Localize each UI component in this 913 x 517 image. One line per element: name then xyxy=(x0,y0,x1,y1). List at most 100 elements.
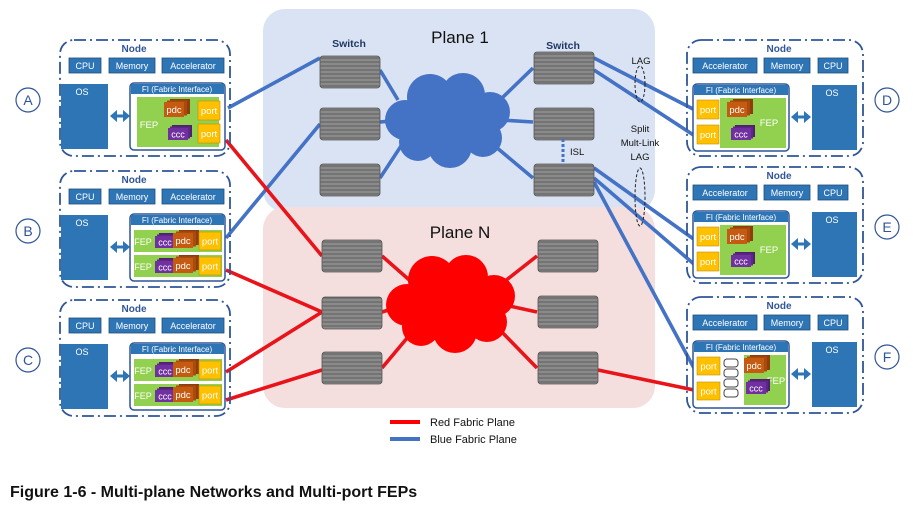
fi-label: FI (Fabric Interface) xyxy=(142,216,213,225)
pdc-box xyxy=(173,233,193,248)
accelerator-box xyxy=(692,57,758,74)
node-letter: B xyxy=(23,223,32,239)
ccc-box xyxy=(168,128,188,140)
ccc-box xyxy=(746,382,766,394)
accelerator-box xyxy=(692,314,758,331)
node-letter: F xyxy=(883,349,892,365)
memory-box xyxy=(763,314,811,331)
switch xyxy=(321,239,383,273)
switch xyxy=(537,295,599,329)
cpu-box xyxy=(817,57,849,74)
plane-1-title: Plane 1 xyxy=(431,28,489,47)
os-box xyxy=(812,212,857,277)
cpu-box-label: CPU xyxy=(75,321,94,331)
ccc-label: ccc xyxy=(749,384,763,394)
cpu-box xyxy=(817,184,849,201)
loop-link xyxy=(723,368,739,378)
node-letter: C xyxy=(23,352,33,368)
node-letter-circle xyxy=(874,344,900,370)
red-link xyxy=(224,138,324,258)
accelerator-box-label: Accelerator xyxy=(170,61,216,71)
node-letter-circle xyxy=(874,87,900,113)
cpu-box-label: CPU xyxy=(823,188,842,198)
split-lag-label-2: Mult-Link xyxy=(621,138,660,149)
memory-box-label: Memory xyxy=(116,192,149,202)
legend-red-label: Red Fabric Plane xyxy=(430,417,515,429)
switch xyxy=(319,55,381,89)
pdc-label: pdc xyxy=(166,105,182,116)
port-box xyxy=(197,100,221,121)
node-title: Node xyxy=(122,304,147,315)
fep-label: FEP xyxy=(767,376,785,387)
memory-box-label: Memory xyxy=(771,61,804,71)
port-label: port xyxy=(202,391,219,402)
fep-label: FEP xyxy=(134,366,152,376)
os-label: OS xyxy=(75,87,88,97)
port-box xyxy=(696,226,720,247)
switch xyxy=(533,163,595,197)
fep-label: FEP xyxy=(760,118,778,129)
accelerator-box xyxy=(692,184,758,201)
pdc-label: pdc xyxy=(746,361,762,372)
ccc-box xyxy=(155,261,175,273)
memory-box-label: Memory xyxy=(771,188,804,198)
split-lag-label-3: LAG xyxy=(630,152,649,163)
pdc-label: pdc xyxy=(175,236,191,247)
fep-label: FEP xyxy=(134,391,152,401)
pdc-box xyxy=(727,229,747,244)
ccc-label: ccc xyxy=(158,263,172,273)
switch xyxy=(321,296,383,330)
memory-box-label: Memory xyxy=(771,318,804,328)
loop-link xyxy=(723,378,739,388)
port-box xyxy=(696,251,720,272)
ccc-label: ccc xyxy=(734,257,748,267)
memory-box xyxy=(108,57,156,74)
switch xyxy=(537,351,599,385)
os-label: OS xyxy=(825,88,838,98)
blue-link xyxy=(592,181,697,371)
ccc-box xyxy=(731,255,751,267)
fi-label: FI (Fabric Interface) xyxy=(142,345,213,354)
split-lag-ellipse xyxy=(634,167,646,227)
port-label: port xyxy=(202,262,219,273)
node-letter-circle xyxy=(15,347,41,373)
cpu-box xyxy=(68,57,102,74)
node-title: Node xyxy=(767,171,792,182)
blue-link xyxy=(593,68,696,138)
red-link xyxy=(597,368,695,392)
switch xyxy=(319,107,381,141)
fi-label: FI (Fabric Interface) xyxy=(706,86,777,95)
os-box xyxy=(61,84,108,149)
loop-link xyxy=(723,388,739,398)
memory-box-label: Memory xyxy=(116,61,149,71)
node-letter: D xyxy=(882,92,892,108)
port-box xyxy=(198,360,222,380)
port-label: port xyxy=(201,106,218,117)
red-plane-cloud xyxy=(386,255,515,353)
os-label: OS xyxy=(75,347,88,357)
legend-blue-label: Blue Fabric Plane xyxy=(430,434,517,446)
port-label: port xyxy=(700,362,717,373)
os-box xyxy=(61,215,108,280)
node-title: Node xyxy=(767,301,792,312)
os-box xyxy=(812,85,857,150)
red-link xyxy=(225,310,323,374)
memory-box xyxy=(763,184,811,201)
accelerator-box xyxy=(161,57,225,74)
lag-ellipse xyxy=(634,65,646,103)
accelerator-box-label: Accelerator xyxy=(170,321,216,331)
switch-label-right: Switch xyxy=(546,40,580,52)
memory-box xyxy=(763,57,811,74)
pdc-box xyxy=(727,102,747,117)
os-box xyxy=(61,344,108,409)
node-title: Node xyxy=(122,175,147,186)
pdc-label: pdc xyxy=(729,232,745,243)
blue-link xyxy=(498,66,535,102)
